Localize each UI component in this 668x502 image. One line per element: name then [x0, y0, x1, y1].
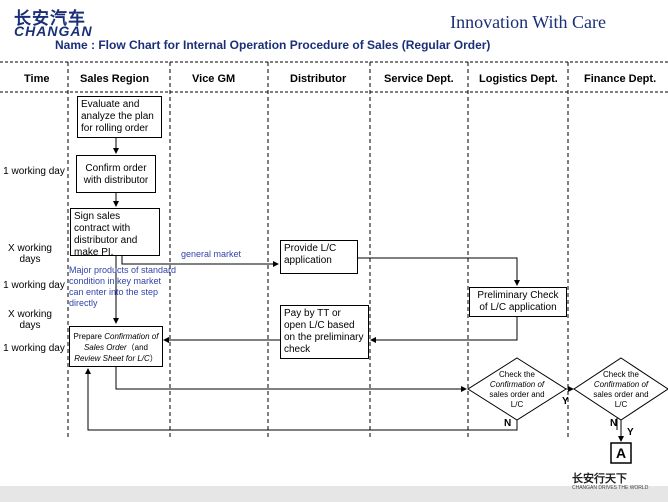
prepare-text-italic: Confirmation of Sales Order [83, 332, 159, 352]
page-title: Name : Flow Chart for Internal Operation… [55, 38, 491, 52]
column-header-time: Time [24, 73, 50, 85]
branch-label-n: N [610, 418, 618, 429]
decision-line: sales order and [593, 390, 649, 399]
decision-check-1: Check the Confirmation of sales order an… [478, 370, 556, 410]
note-major-products: Major products of standard condition in … [69, 265, 177, 308]
decision-check-2: Check the Confirmation of sales order an… [582, 370, 660, 410]
column-header-sales-region: Sales Region [80, 73, 150, 85]
box-confirm-order: Confirm order with distributor [76, 155, 156, 193]
decision-line: Confirmation of [489, 380, 545, 389]
branch-label-n: N [504, 418, 512, 429]
footer-logo-cn: 长安行天下 [572, 472, 627, 485]
column-header-vice-gm: Vice GM [192, 73, 236, 85]
time-label: X working days [8, 309, 52, 331]
prepare-text-italic: Review Sheet for L/C [74, 354, 150, 363]
box-pay-tt: Pay by TT or open L/C based on the preli… [280, 305, 369, 359]
decision-line: Check the [498, 370, 536, 379]
box-prepare-confirmation: Prepare Confirmation of Sales Order（and … [69, 326, 163, 367]
column-header-logistics-dept: Logistics Dept. [479, 73, 558, 85]
changan-logo-cn: 长安汽车 [14, 9, 86, 29]
column-header-distributor: Distributor [290, 73, 347, 85]
decision-line: Confirmation of [593, 380, 649, 389]
branch-label-y: Y [562, 396, 569, 407]
footer-logo-en: CHANGAN DRIVES THE WORLD [572, 485, 649, 491]
decision-line: sales order and [489, 390, 545, 399]
time-label: 1 working day [3, 280, 65, 291]
decision-line: L/C [510, 400, 524, 409]
time-label: 1 working day [3, 166, 65, 177]
box-evaluate-plan: Evaluate and analyze the plan for rollin… [77, 96, 162, 138]
column-header-finance-dept: Finance Dept. [584, 73, 657, 85]
bottom-bar [0, 486, 668, 502]
time-label: 1 working day [3, 343, 65, 354]
box-sign-contract: Sign sales contract with distributor and… [70, 208, 160, 258]
time-label: X working days [8, 243, 52, 265]
decision-line: L/C [614, 400, 628, 409]
prepare-text: Prepare [73, 332, 105, 341]
changan-logo-en: CHANGAN [14, 23, 93, 39]
note-general-market: general market [181, 249, 242, 259]
tagline: Innovation With Care [450, 12, 606, 32]
decision-line: Check the [602, 370, 640, 379]
branch-label-y: Y [627, 427, 634, 438]
column-header-service-dept: Service Dept. [384, 73, 454, 85]
prepare-text: ） [149, 354, 158, 363]
connector-a: A [615, 445, 627, 461]
box-provide-lc: Provide L/C application [280, 240, 358, 274]
box-preliminary-check: Preliminary Check of L/C application [469, 287, 567, 317]
prepare-text: （and [126, 343, 149, 352]
